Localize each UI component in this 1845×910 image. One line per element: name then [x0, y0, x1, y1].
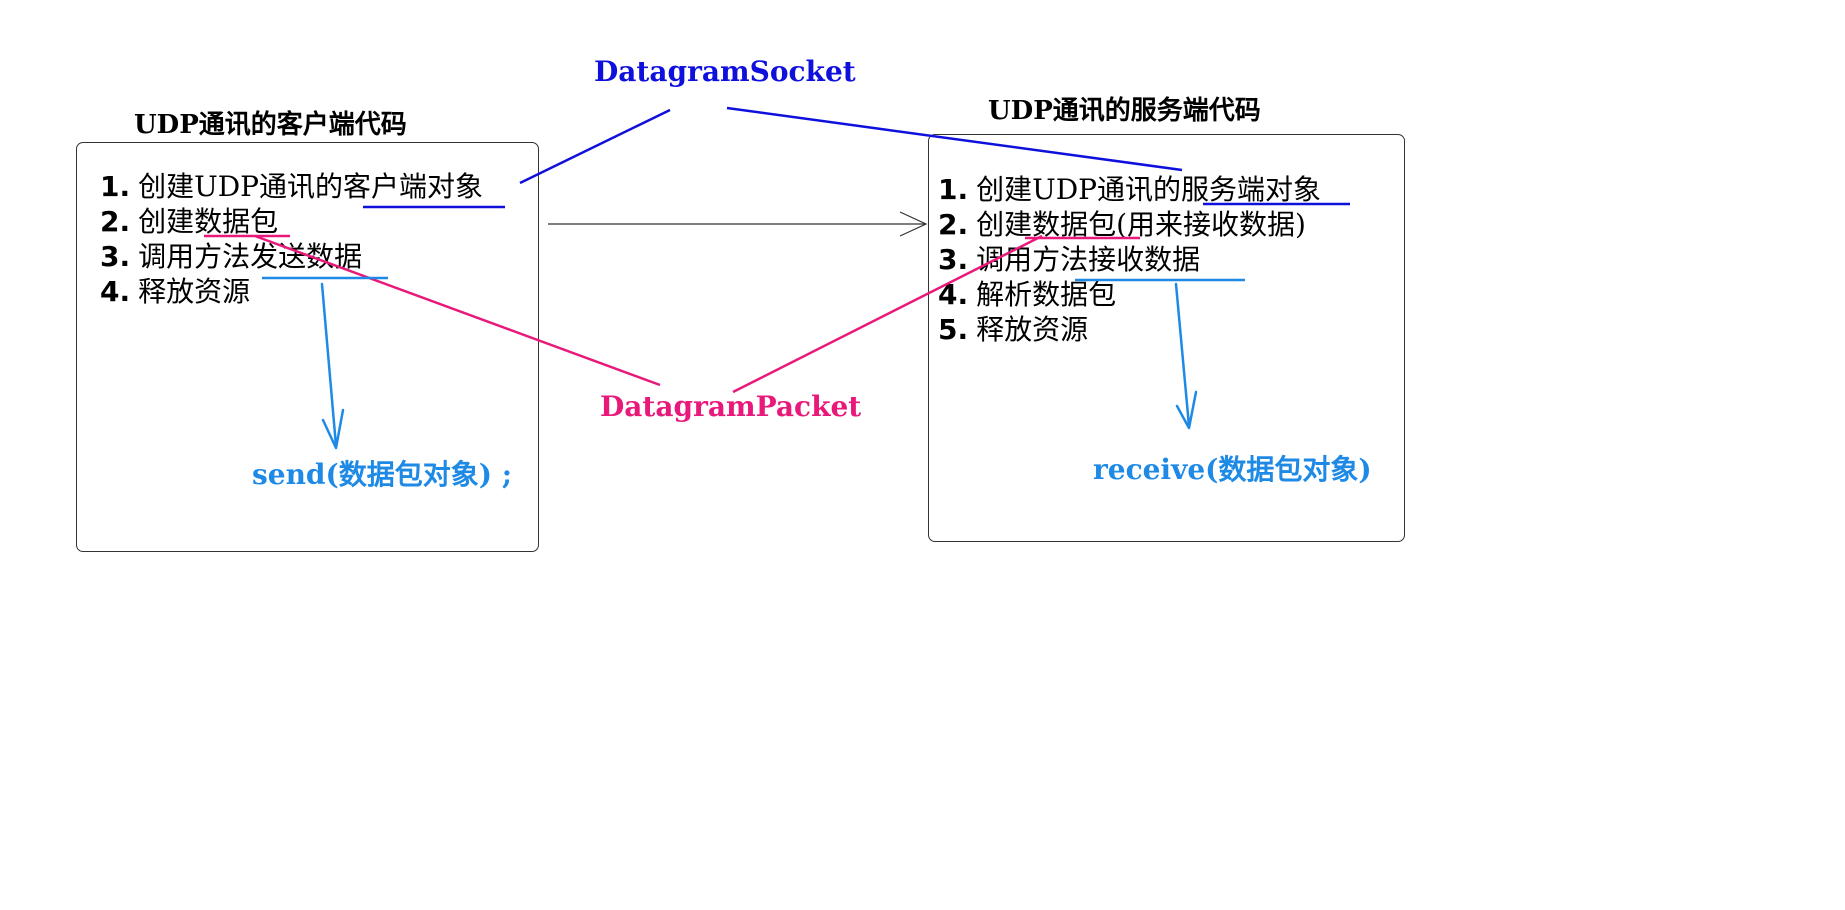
server-step-2: 2.创建数据包(用来接收数据): [938, 207, 1321, 242]
step-text: 创建UDP通讯的服务端对象: [976, 173, 1322, 206]
step-text: 释放资源: [138, 275, 251, 308]
client-steps: 1.创建UDP通讯的客户端对象 2.创建数据包 3.调用方法发送数据 4.释放资…: [100, 169, 483, 309]
client-to-server-arrow: [548, 211, 928, 237]
datagram-socket-label: DatagramSocket: [594, 55, 856, 88]
step-number: 5.: [938, 313, 969, 346]
step-text: 创建数据包: [138, 205, 279, 238]
server-receive-method: receive(数据包对象): [1093, 453, 1372, 486]
client-step-2: 2.创建数据包: [100, 204, 483, 239]
step-text: 创建UDP通讯的客户端对象: [138, 170, 484, 203]
server-step-5: 5.释放资源: [938, 312, 1321, 347]
step-number: 1.: [938, 173, 969, 206]
client-send-method: send(数据包对象) ;: [252, 458, 513, 491]
client-step-1: 1.创建UDP通讯的客户端对象: [100, 169, 483, 204]
step-number: 1.: [100, 170, 131, 203]
server-step-4: 4.解析数据包: [938, 277, 1321, 312]
socket-to-client-line: [519, 108, 671, 185]
step-text: 调用方法发送数据: [138, 240, 363, 273]
step-number: 2.: [938, 208, 969, 241]
client-step-4: 4.释放资源: [100, 274, 483, 309]
step-text: 创建数据包(用来接收数据): [976, 208, 1306, 241]
datagram-packet-label: DatagramPacket: [600, 390, 862, 423]
server-title: UDP通讯的服务端代码: [988, 96, 1261, 126]
client-title: UDP通讯的客户端代码: [134, 110, 407, 140]
step-text: 释放资源: [976, 313, 1089, 346]
step-number: 3.: [100, 240, 131, 273]
step-text: 解析数据包: [976, 278, 1117, 311]
server-step-1: 1.创建UDP通讯的服务端对象: [938, 172, 1321, 207]
client-step-3: 3.调用方法发送数据: [100, 239, 483, 274]
step-number: 3.: [938, 243, 969, 276]
step-number: 4.: [100, 275, 131, 308]
step-number: 4.: [938, 278, 969, 311]
step-text: 调用方法接收数据: [976, 243, 1201, 276]
server-steps: 1.创建UDP通讯的服务端对象 2.创建数据包(用来接收数据) 3.调用方法接收…: [938, 172, 1321, 347]
step-number: 2.: [100, 205, 131, 238]
server-step-3: 3.调用方法接收数据: [938, 242, 1321, 277]
